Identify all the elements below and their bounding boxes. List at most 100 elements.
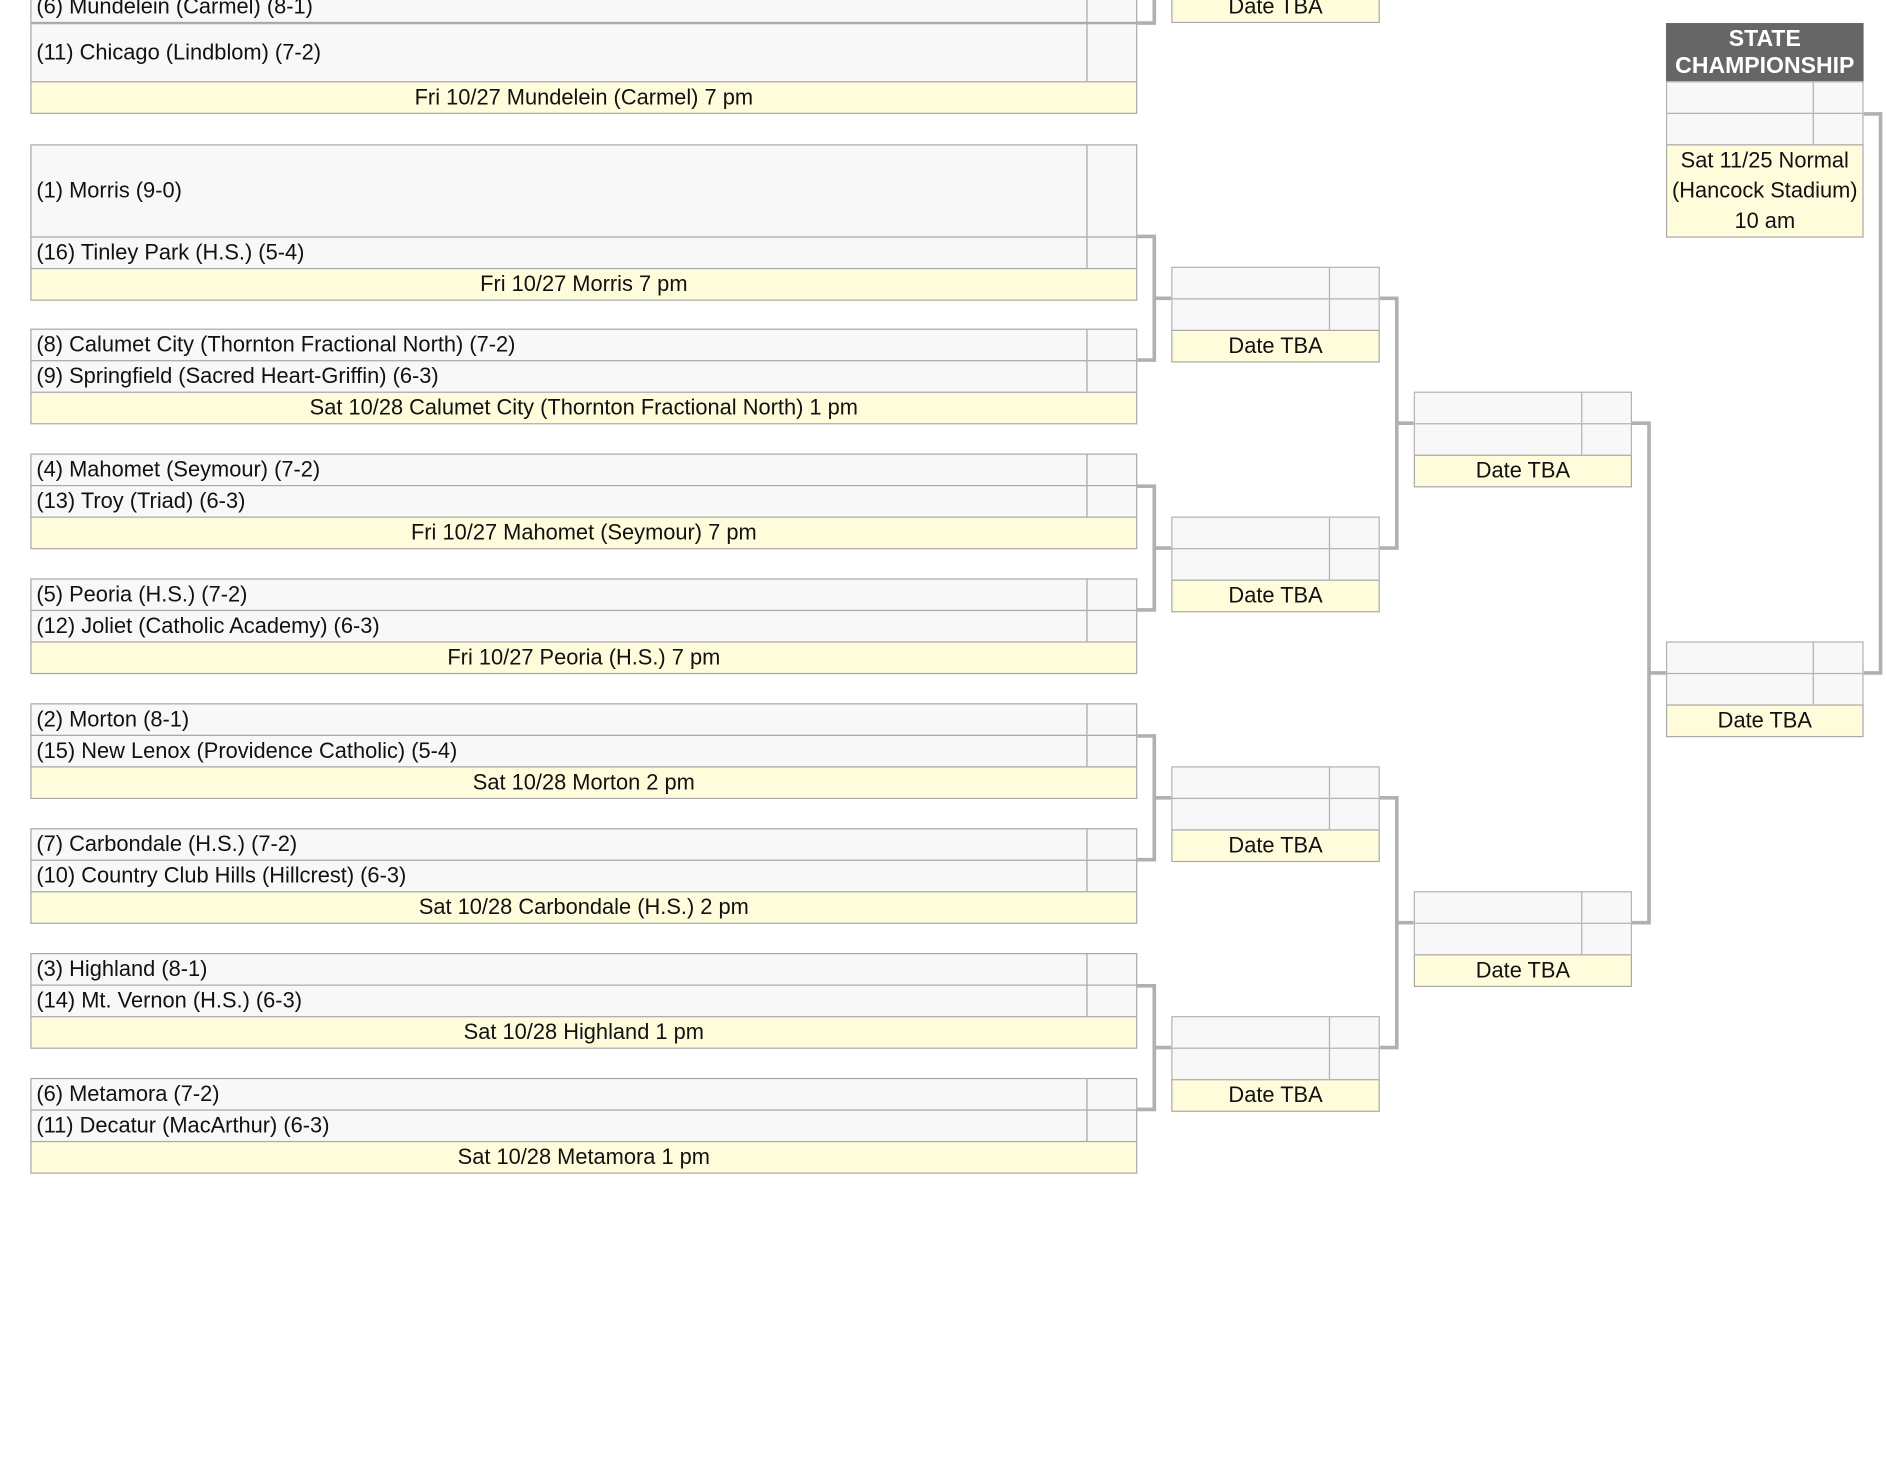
team-slot: (14) Mt. Vernon (H.S.) (6-3) <box>30 984 1088 1018</box>
team-slot-empty <box>1171 1016 1331 1049</box>
game-info: Sat 10/28 Morton 2 pm <box>30 766 1138 800</box>
team-slot-empty <box>1665 112 1814 146</box>
score-box <box>1086 609 1138 643</box>
score-box <box>1086 485 1138 518</box>
score-box <box>1086 236 1138 270</box>
team-slot-empty <box>1171 266 1331 300</box>
team-name: (8) Calumet City (Thornton Fractional No… <box>36 332 516 357</box>
game-info-text: Date TBA <box>1228 0 1323 19</box>
score-box <box>1328 797 1380 831</box>
team-name: (11) Chicago (Lindblom) (7-2) <box>36 40 322 65</box>
team-slot-empty <box>1171 516 1331 550</box>
team-name: (14) Mt. Vernon (H.S.) (6-3) <box>36 988 302 1013</box>
team-name: (6) Mundelein (Carmel) (8-1) <box>36 0 313 19</box>
championship-title-line: STATE <box>1728 26 1801 52</box>
team-slot-empty <box>1171 797 1331 831</box>
game-info-text: Sat 10/28 Metamora 1 pm <box>457 1144 710 1169</box>
team-name: (11) Decatur (MacArthur) (6-3) <box>36 1113 330 1138</box>
team-slot: (11) Chicago (Lindblom) (7-2) <box>30 23 1088 83</box>
team-slot: (7) Carbondale (H.S.) (7-2) <box>30 828 1088 861</box>
score-box <box>1581 891 1633 924</box>
team-name: (12) Joliet (Catholic Academy) (6-3) <box>36 613 380 638</box>
game-info-text: Date TBA <box>1228 583 1323 608</box>
score-box <box>1086 734 1138 768</box>
team-name: (9) Springfield (Sacred Heart-Griffin) (… <box>36 363 439 388</box>
score-box <box>1086 953 1138 986</box>
score-box <box>1812 672 1864 706</box>
championship-title-line: CHAMPIONSHIP <box>1675 52 1855 79</box>
game-info: Sat 10/28 Calumet City (Thornton Fractio… <box>30 391 1138 425</box>
championship-info-line: (Hancock Stadium) <box>1671 178 1858 203</box>
team-name: (5) Peoria (H.S.) (7-2) <box>36 582 248 607</box>
team-slot: (8) Calumet City (Thornton Fractional No… <box>30 328 1088 362</box>
team-name: (10) Country Club Hills (Hillcrest) (6-3… <box>36 863 407 888</box>
game-info: Fri 10/27 Morris 7 pm <box>30 267 1138 301</box>
team-slot: (6) Metamora (7-2) <box>30 1077 1088 1111</box>
team-name: (4) Mahomet (Seymour) (7-2) <box>36 457 321 482</box>
game-info: Sat 10/28 Carbondale (H.S.) 2 pm <box>30 891 1138 924</box>
score-box <box>1812 81 1864 114</box>
team-slot: (11) Decatur (MacArthur) (6-3) <box>30 1109 1088 1143</box>
team-slot: (13) Troy (Triad) (6-3) <box>30 485 1088 518</box>
score-box <box>1086 984 1138 1018</box>
game-info-text: Date TBA <box>1228 1082 1323 1108</box>
score-box <box>1086 144 1138 238</box>
score-box <box>1328 1047 1380 1081</box>
team-name: (2) Morton (8-1) <box>36 706 190 732</box>
game-info: Date TBA <box>1665 704 1864 738</box>
score-box <box>1328 1016 1380 1049</box>
team-slot-empty <box>1665 672 1814 706</box>
team-slot: (4) Mahomet (Seymour) (7-2) <box>30 453 1088 487</box>
game-info-text: Fri 10/27 Peoria (H.S.) 7 pm <box>447 645 721 670</box>
team-slot-empty <box>1665 641 1814 675</box>
game-info-text: Date TBA <box>1228 832 1323 858</box>
game-info-text: Sat 10/28 Highland 1 pm <box>463 1019 704 1044</box>
score-box <box>1086 703 1138 736</box>
team-slot-empty <box>1171 766 1331 800</box>
championship-game-info: Sat 11/25 Normal (Hancock Stadium) 10 am <box>1665 144 1864 238</box>
game-info: Fri 10/27 Mahomet (Seymour) 7 pm <box>30 516 1138 550</box>
team-slot: (16) Tinley Park (H.S.) (5-4) <box>30 236 1088 270</box>
team-slot-empty <box>1171 548 1331 581</box>
game-info: Fri 10/27 Mundelein (Carmel) 7 pm <box>30 81 1138 114</box>
team-slot-empty <box>1413 423 1583 456</box>
team-name: (15) New Lenox (Providence Catholic) (5-… <box>36 738 458 763</box>
team-slot: (2) Morton (8-1) <box>30 703 1088 736</box>
score-box <box>1086 859 1138 893</box>
game-info: Sat 10/28 Highland 1 pm <box>30 1016 1138 1049</box>
game-info: Sat 10/28 Metamora 1 pm <box>30 1140 1138 1174</box>
game-info: Date TBA <box>1413 954 1633 987</box>
team-name: (1) Morris (9-0) <box>36 178 182 203</box>
game-info-text: Fri 10/27 Mundelein (Carmel) 7 pm <box>414 84 754 110</box>
game-info-text: Sat 10/28 Morton 2 pm <box>472 769 695 795</box>
team-slot: (6) Mundelein (Carmel) (8-1) <box>30 0 1088 24</box>
team-slot: (1) Morris (9-0) <box>30 144 1088 238</box>
team-name: (16) Tinley Park (H.S.) (5-4) <box>36 240 305 265</box>
score-box <box>1812 112 1864 146</box>
game-info: Fri 10/27 Peoria (H.S.) 7 pm <box>30 641 1138 675</box>
team-slot-empty <box>1413 891 1583 924</box>
team-slot: (5) Peoria (H.S.) (7-2) <box>30 578 1088 612</box>
score-box <box>1328 298 1380 332</box>
team-slot-empty <box>1413 922 1583 956</box>
score-box <box>1328 766 1380 800</box>
score-box <box>1086 453 1138 487</box>
championship-header: STATE CHAMPIONSHIP <box>1665 23 1864 83</box>
team-slot: (15) New Lenox (Providence Catholic) (5-… <box>30 734 1088 768</box>
score-box <box>1086 360 1138 393</box>
game-info: Date TBA <box>1171 329 1380 363</box>
team-slot-empty <box>1171 1047 1331 1081</box>
team-slot: (3) Highland (8-1) <box>30 953 1088 986</box>
game-info-text: Sat 10/28 Calumet City (Thornton Fractio… <box>309 395 858 420</box>
score-box <box>1581 423 1633 456</box>
game-info-text: Date TBA <box>1717 708 1812 733</box>
game-info-text: Date TBA <box>1228 333 1323 358</box>
team-slot: (10) Country Club Hills (Hillcrest) (6-3… <box>30 859 1088 893</box>
score-box <box>1328 266 1380 300</box>
score-box <box>1086 0 1138 24</box>
score-box <box>1086 328 1138 362</box>
score-box <box>1086 828 1138 861</box>
score-box <box>1328 548 1380 581</box>
team-slot-empty <box>1665 81 1814 114</box>
team-name: (6) Metamora (7-2) <box>36 1081 220 1106</box>
